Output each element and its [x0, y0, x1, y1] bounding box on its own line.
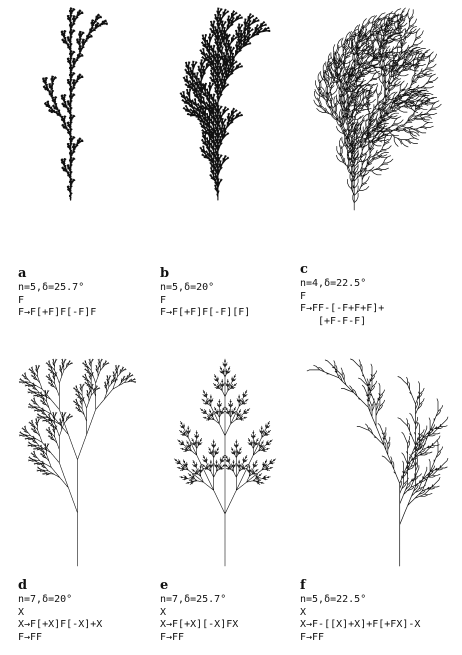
caption-f-rule-1: X→F-[[X]+X]+F[+FX]-X — [300, 619, 420, 632]
caption-c-params: n=4,δ=22.5° — [300, 278, 384, 291]
caption-d: d n=7,δ=20° X X→F[+X]F[-X]+X F→FF — [18, 578, 102, 644]
caption-a-axiom: F — [18, 295, 96, 308]
caption-a-params: n=5,δ=25.7° — [18, 282, 96, 295]
caption-f-rule-2: F→FF — [300, 632, 420, 645]
caption-c-letter: c — [300, 262, 384, 278]
figure-f-plant — [295, 355, 460, 570]
caption-c-rule-1-continued: [+F-F-F] — [300, 316, 384, 329]
plant-a-drawing — [5, 4, 145, 204]
caption-b-params: n=5,δ=20° — [160, 282, 250, 295]
caption-e-rule-1: X→F[+X][-X]FX — [160, 619, 238, 632]
branch-strokes — [180, 8, 270, 200]
figure-a-plant — [5, 4, 145, 204]
caption-d-rule-2: F→FF — [18, 632, 102, 645]
caption-d-letter: d — [18, 578, 102, 594]
caption-a: a n=5,δ=25.7° F F→F[+F]F[-F]F — [18, 266, 96, 320]
plant-f-drawing — [295, 355, 460, 570]
caption-d-axiom: X — [18, 607, 102, 620]
caption-e-params: n=7,δ=25.7° — [160, 594, 238, 607]
plant-b-drawing — [150, 4, 300, 204]
caption-a-letter: a — [18, 266, 96, 282]
caption-e-letter: e — [160, 578, 238, 594]
caption-b: b n=5,δ=20° F F→F[+F]F[-F][F] — [160, 266, 250, 320]
caption-f-letter: f — [300, 578, 420, 594]
caption-e: e n=7,δ=25.7° X X→F[+X][-X]FX F→FF — [160, 578, 238, 644]
figure-e-plant — [150, 355, 300, 570]
caption-c: c n=4,δ=22.5° F F→FF-[-F+F+F]+ [+F-F-F] — [300, 262, 384, 328]
caption-a-rule-1: F→F[+F]F[-F]F — [18, 307, 96, 320]
caption-e-axiom: X — [160, 607, 238, 620]
branch-strokes — [19, 359, 136, 566]
plant-d-drawing — [0, 355, 155, 570]
plant-e-drawing — [150, 355, 300, 570]
caption-b-rule-1: F→F[+F]F[-F][F] — [160, 307, 250, 320]
caption-b-axiom: F — [160, 295, 250, 308]
figure-d-plant — [0, 355, 155, 570]
branch-strokes — [307, 359, 448, 566]
figure-c-plant — [295, 4, 460, 214]
caption-b-letter: b — [160, 266, 250, 282]
caption-c-axiom: F — [300, 291, 384, 304]
caption-d-params: n=7,δ=20° — [18, 594, 102, 607]
caption-c-rule-1: F→FF-[-F+F+F]+ — [300, 303, 384, 316]
plant-c-drawing — [295, 4, 460, 214]
caption-e-rule-2: F→FF — [160, 632, 238, 645]
caption-f-axiom: X — [300, 607, 420, 620]
caption-f-params: n=5,δ=22.5° — [300, 594, 420, 607]
figure-b-plant — [150, 4, 300, 204]
caption-d-rule-1: X→F[+X]F[-X]+X — [18, 619, 102, 632]
branch-strokes — [314, 8, 441, 210]
branch-strokes — [43, 8, 107, 200]
caption-f: f n=5,δ=22.5° X X→F-[[X]+X]+F[+FX]-X F→F… — [300, 578, 420, 644]
branch-strokes — [174, 359, 276, 566]
